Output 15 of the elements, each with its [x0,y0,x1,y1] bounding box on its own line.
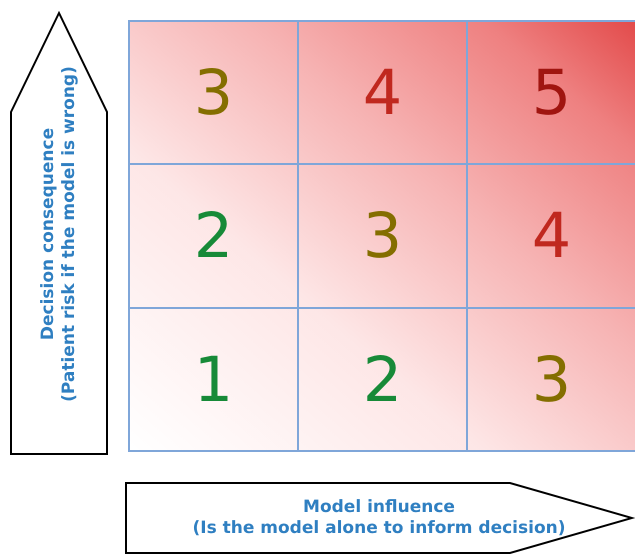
risk-score: 1 [194,342,234,416]
axis-subtitle: (Patient risk if the model is wrong) [59,66,80,402]
axis-subtitle: (Is the model alone to inform decision) [192,518,566,540]
risk-score: 2 [194,199,234,272]
axis-title: Model influence [303,496,455,518]
risk-score: 3 [362,199,402,272]
arrow-shape [125,482,635,554]
risk-score: 4 [532,199,572,272]
arrow-shape [10,10,108,455]
risk-score: 5 [532,56,572,130]
risk-score: 3 [194,56,234,130]
risk-score: 3 [532,342,572,416]
risk-score: 4 [362,56,402,130]
risk-score: 2 [362,342,402,416]
axis-title: Decision consequence [38,127,59,340]
